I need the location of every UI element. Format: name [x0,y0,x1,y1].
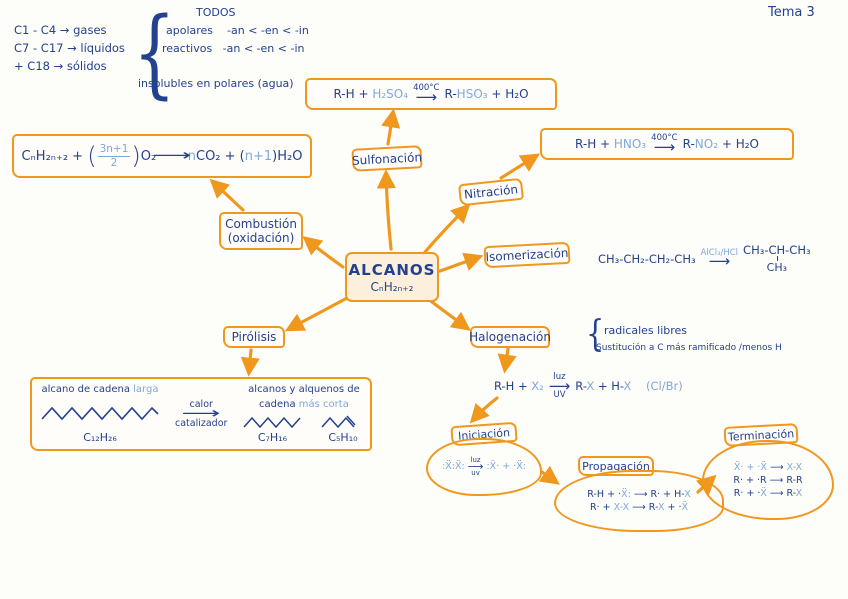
branch-halogenacion: Halogenación [469,326,551,348]
iniciacion-lhs: :Ẍ:Ẍ: [442,461,465,473]
stoichiometry-fraction: 3n+1 2 [97,143,131,169]
long-chain-zigzag-drawing [41,407,159,421]
combustion-reaction-box: CₙH₂ₙ₊₂ + ( 3n+1 2 ) O₂ ⟶ nCO₂ + (n+1)H₂… [12,134,312,178]
right-arrow-icon: ⟶ [415,87,438,106]
combustion-lhs: CₙH₂ₙ₊₂ + [21,148,88,164]
pyrolysis-products-column: alcanos y alquenos de cadena más corta C… [242,384,365,444]
iniciacion-step: :Ẍ:Ẍ: luz ⟶ uv :Ẍ· + ·Ẍ: [442,457,526,477]
arrow-light-label: luz [553,372,566,382]
c5-formula: C₅H₁₀ [328,431,358,444]
right-arrow-icon: ⟶ [467,460,484,474]
halogenation-reaction: R-H + X₂ luz ⟶ UV R-X + H-X (Cl/Br) [494,373,683,400]
terminacion-bubble: Ẍ· + ·Ẍ ⟶ X-X R· + ·R ⟶ R-R R· + ·Ẍ ⟶ R-… [702,440,834,520]
iniciacion-rhs: :Ẍ· + ·Ẍ: [486,461,526,473]
nitration-arrow: 400°C ⟶ [651,134,677,154]
isomerization-reaction: CH₃-CH₂-CH₂-CH₃ AlCl₃/HCl ⟶ CH₃-CH-CH₃ C… [598,243,811,274]
arrow-catalyst-label: AlCl₃/HCl [700,247,739,258]
c5-product-group: C₅H₁₀ [320,414,365,444]
state-note-solids: + C18 → sólidos [14,59,107,73]
curly-brace-icon: { [586,314,605,355]
open-paren: ( [87,142,97,170]
page-topic-label: Tema 3 [768,5,815,20]
products-title-line1: alcanos y alquenos de [248,384,360,395]
termination-step-3: R· + ·Ẍ ⟶ R-X [733,487,803,499]
c7-product-group: C₇H₁₆ [242,414,302,444]
c7-chain-drawing [243,416,301,429]
methyl-branch-label: CH₃ [766,256,788,274]
arrow-condition-label: 400°C [651,133,678,143]
products-title-line2: cadena más corta [259,399,349,410]
central-topic-title: ALCANOS [348,260,436,279]
pyrolysis-box: alcano de cadena larga C₁₂H₂₆ calor ⟶ ca… [30,377,372,451]
iniciacion-bubble: :Ẍ:Ẍ: luz ⟶ uv :Ẍ· + ·Ẍ: [426,438,542,496]
close-paren: ) [131,142,141,170]
pyrolysis-arrow-column: calor ⟶ catalizador [170,384,232,444]
halogenation-note-radicals: radicales libres [604,324,688,337]
todos-solubility-note: insolubles en polares (agua) [138,77,294,90]
isomerization-lhs: CH₃-CH₂-CH₂-CH₃ [598,251,696,266]
iniciacion-arrow: luz ⟶ uv [468,457,484,477]
todos-apolar-note: apolares -an < -en < -in [166,24,309,37]
heat-label: calor [189,398,213,410]
right-arrow-icon: ⟶ [548,376,571,395]
nitration-lhs: R-H + HNO₃ [575,137,647,151]
combustion-label-line1: Combustión [225,216,297,231]
right-arrow-icon: ⟶ [653,137,676,156]
halogenation-rhs: R-X + H-X (Cl/Br) [575,379,683,394]
combustion-arrow: ⟶ [153,148,192,163]
isomerization-rhs: CH₃-CH-CH₃ CH₃ [743,243,811,274]
branch-pirolisis: Pirólisis [223,326,285,348]
fraction-numerator: 3n+1 [97,143,131,157]
branch-sulfonacion: Sulfonación [351,145,423,172]
curly-brace-icon: { [133,0,176,109]
combustion-oxygen: O₂ [140,148,157,164]
catalyst-label: catalizador [175,417,228,429]
branch-combustion: Combustión (oxidación) [219,212,303,250]
isomerization-arrow: AlCl₃/HCl ⟶ [700,247,739,270]
arrow-uv-label: uv [471,468,480,477]
branch-isomerizacion: Isomerización [483,241,571,269]
termination-step-2: R· + ·R ⟶ R-R [733,474,803,486]
central-topic-alcanos: ALCANOS CₙH₂ₙ₊₂ [345,252,439,302]
halogenation-note-substitution: Sustitución a C más ramificado /menos H [596,343,782,353]
propagacion-bubble: R-H + ·Ẍ: ⟶ R· + H-X R· + X-X ⟶ R-X + ·Ẍ [554,470,724,532]
c12-formula: C₁₂H₂₆ [83,431,117,444]
state-note-liquids: C7 - C17 → líquidos [14,41,125,55]
nitration-rhs: R-NO₂ + H₂O [682,137,759,151]
c7-formula: C₇H₁₆ [257,431,288,444]
sulfonation-reaction-box: R-H + H₂SO₄ 400°C ⟶ R-HSO₃ + H₂O [305,78,557,110]
halogenation-lhs: R-H + X₂ [494,379,544,394]
arrow-light-label: luz [470,456,481,465]
arrow-condition-label: 400°C [413,83,440,93]
right-arrow-icon: ⟶ [152,146,192,165]
combustion-rhs: nCO₂ + (n+1)H₂O [187,148,303,164]
pyrolysis-reactant-column: alcano de cadena larga C₁₂H₂₆ [40,384,160,444]
pyrolysis-arrow: calor ⟶ catalizador [175,400,227,429]
nitration-reaction-box: R-H + HNO₃ 400°C ⟶ R-NO₂ + H₂O [540,128,794,160]
todos-reactivity-note: reactivos -an < -en < -in [162,42,305,55]
c5-alkene-drawing [321,415,356,429]
right-arrow-icon: ⟶ [181,404,221,423]
sulfonation-arrow: 400°C ⟶ [413,84,439,104]
right-arrow-icon: ⟶ [708,252,731,270]
long-chain-title: alcano de cadena larga [41,384,159,395]
halogenation-arrow: luz ⟶ UV [549,373,571,400]
arrow-uv-label: UV [553,390,566,400]
propagation-step-2: R· + X-X ⟶ R-X + ·Ẍ [589,502,689,513]
termination-step-1: Ẍ· + ·Ẍ ⟶ X-X [733,461,803,473]
isomerization-product: CH₃-CH-CH₃ [743,243,811,257]
sulfonation-lhs: R-H + H₂SO₄ [333,87,409,101]
sulfonation-rhs: R-HSO₃ + H₂O [444,87,529,101]
fraction-denominator: 2 [110,156,118,169]
propagation-step-1: R-H + ·Ẍ: ⟶ R· + H-X [587,489,691,500]
state-note-gases: C1 - C4 → gases [14,23,107,37]
central-topic-formula: CₙH₂ₙ₊₂ [370,279,414,294]
combustion-label-line2: (oxidación) [227,231,295,245]
todos-heading: TODOS [196,6,236,19]
